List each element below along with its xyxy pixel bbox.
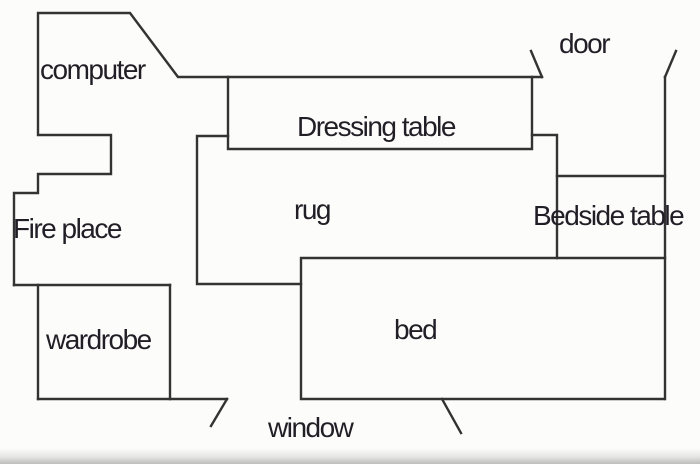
window-tick-right [440, 397, 463, 435]
outer-wall-outline [12, 11, 544, 287]
door-tick-left [529, 49, 544, 79]
wardrobe-outline [36, 283, 172, 401]
label-window: window [268, 412, 354, 443]
door-tick-right [663, 49, 678, 79]
label-computer: computer [40, 54, 146, 85]
label-rug: rug [294, 194, 331, 225]
bed-outline [299, 256, 667, 401]
dressing-table-outline [226, 75, 534, 151]
label-fire-place: Fire place [13, 213, 122, 244]
inner-step-wall [530, 133, 559, 260]
label-bed: bed [394, 314, 438, 345]
wall-lines [12, 11, 678, 435]
window-tick-left [209, 397, 229, 428]
label-dressing-table: Dressing table [297, 111, 456, 142]
label-door: door [559, 28, 611, 59]
label-bedside-table: Bedside table [533, 200, 685, 231]
label-wardrobe: wardrobe [46, 324, 152, 355]
rug-outline [195, 134, 303, 286]
